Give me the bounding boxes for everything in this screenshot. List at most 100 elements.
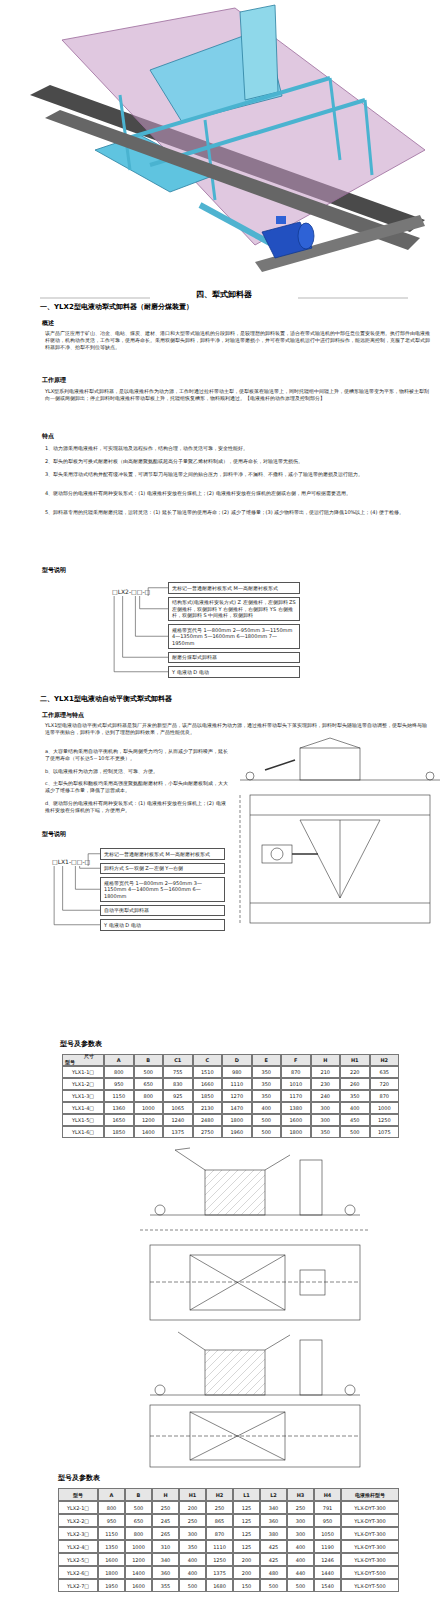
leader-line bbox=[54, 866, 55, 925]
body-text: d、驱动部分的电液推杆有两种安装形式：(1) 电液推杆安放在分煤机上；(2) 电… bbox=[45, 800, 230, 814]
table-cell: 1850 bbox=[193, 1090, 223, 1102]
table-cell: 865 bbox=[206, 1514, 233, 1527]
table-cell: L2 bbox=[260, 1488, 287, 1501]
model-code-box: 规格带宽代号 1—800mm 2—950mm 3—1150mm 4—1400mm… bbox=[100, 877, 225, 902]
table-cell: YLX-DYT-300 bbox=[341, 1514, 399, 1527]
table-cell: 1110 bbox=[206, 1540, 233, 1553]
table-cell: 1065 bbox=[163, 1102, 193, 1114]
table-cell: C bbox=[193, 1054, 223, 1066]
table-cell: 650 bbox=[134, 1078, 164, 1090]
table-cell: 1110 bbox=[222, 1078, 252, 1090]
table-cell: YLX-DYT-300 bbox=[341, 1553, 399, 1566]
table-cell: YLX1-5□ bbox=[62, 1114, 104, 1126]
table-cell: YLX2-3□ bbox=[58, 1527, 98, 1540]
table-cell: 200 bbox=[233, 1553, 260, 1566]
table-cell: 1375 bbox=[206, 1566, 233, 1579]
table-cell: YLX2-1□ bbox=[58, 1501, 98, 1514]
model-code-box: 规格带宽代号 1—800mm 2—950mm 3—1150mm 4—1350mm… bbox=[168, 624, 300, 649]
table-cell: 1400 bbox=[125, 1566, 152, 1579]
table-cell: 500 bbox=[179, 1579, 206, 1592]
table-cell: 1600 bbox=[125, 1579, 152, 1592]
table-cell: 1950 bbox=[98, 1579, 125, 1592]
body-text: a、大容量结构采用自动平衡机构，犁头两侧受力均匀，从而减少了卸料噪声，延长了使用… bbox=[45, 748, 230, 762]
table-cell: 400 bbox=[179, 1566, 206, 1579]
table-cell: 250 bbox=[206, 1501, 233, 1514]
table-cell: 400 bbox=[252, 1102, 282, 1114]
table-cell: 450 bbox=[340, 1114, 370, 1126]
table-cell: YLX1-3□ bbox=[62, 1090, 104, 1102]
table-cell: 1375 bbox=[163, 1126, 193, 1138]
page-title: 四、犁式卸料器 bbox=[0, 290, 448, 301]
leader-line bbox=[114, 596, 115, 672]
table-cell: YLX1-2□ bbox=[62, 1078, 104, 1090]
table-cell: H4 bbox=[314, 1488, 341, 1501]
model-code-box: 自动平衡犁式卸料器 bbox=[100, 905, 225, 917]
model-code-box: 耐磨分煤犁式卸料器 bbox=[168, 652, 300, 664]
table-cell: B bbox=[134, 1054, 164, 1066]
table-cell: 1800 bbox=[281, 1126, 311, 1138]
table-cell: 300 bbox=[311, 1114, 341, 1126]
leader-line bbox=[114, 671, 168, 672]
table-cell: 500 bbox=[252, 1126, 282, 1138]
table-cell: 800 bbox=[125, 1527, 152, 1540]
table-cell: 1240 bbox=[163, 1114, 193, 1126]
table-cell: YLX1-1□ bbox=[62, 1066, 104, 1078]
table-cell: 950 bbox=[314, 1514, 341, 1527]
table-cell: 1800 bbox=[98, 1566, 125, 1579]
model-code-box: 无标记—普通耐磨衬板形式 M—高耐磨衬板形式 bbox=[168, 582, 300, 594]
table-cell: YLX-DYT-500 bbox=[341, 1579, 399, 1592]
table-cell: 950 bbox=[98, 1514, 125, 1527]
table-cell: 350 bbox=[340, 1090, 370, 1102]
table-cell: 1190 bbox=[314, 1540, 341, 1553]
section-heading: 一、YLX2型电液动犁式卸料器（耐磨分煤装置） bbox=[40, 303, 420, 312]
table-cell: 1360 bbox=[104, 1102, 134, 1114]
table-cell: YLX-DYT-500 bbox=[341, 1566, 399, 1579]
leader-line bbox=[135, 636, 168, 637]
table-cell: YLX1-6□ bbox=[62, 1126, 104, 1138]
table-cell: 1470 bbox=[222, 1102, 252, 1114]
section-heading: 型号说明 bbox=[42, 830, 142, 838]
table-cell: 250 bbox=[179, 1514, 206, 1527]
body-text: c、主犁头的犁板和翻板均采用高强度聚氨酯耐磨材料，小犁头由耐磨板制成，大大减少了… bbox=[45, 780, 230, 794]
table-cell: YLX-DYT-300 bbox=[341, 1501, 399, 1514]
ylx1-drawing bbox=[240, 738, 440, 923]
table-cell: 500 bbox=[134, 1066, 164, 1078]
table-cell: 1650 bbox=[104, 1114, 134, 1126]
table-cell: 1050 bbox=[314, 1527, 341, 1540]
leader-line bbox=[122, 596, 123, 657]
leader-line bbox=[80, 868, 100, 869]
section-heading: 二、YLX1型电液动自动平衡式犁式卸料器 bbox=[40, 695, 420, 704]
table-cell: 500 bbox=[340, 1126, 370, 1138]
table-cell: 500 bbox=[287, 1579, 314, 1592]
table-cell: 400 bbox=[287, 1540, 314, 1553]
leader-line bbox=[75, 866, 76, 889]
table-cell: 870 bbox=[281, 1066, 311, 1078]
section-heading: 特点 bbox=[42, 432, 142, 440]
table-cell: 360 bbox=[152, 1566, 179, 1579]
table-cell: 1150 bbox=[104, 1090, 134, 1102]
table-cell: 720 bbox=[370, 1078, 400, 1090]
table-cell: B bbox=[125, 1488, 152, 1501]
table-cell: YLX2-5□ bbox=[58, 1553, 98, 1566]
table-cell: 2130 bbox=[193, 1102, 223, 1114]
table-cell: 1200 bbox=[125, 1553, 152, 1566]
section-heading: 型号及参数表 bbox=[58, 1474, 208, 1483]
table-cell: 300 bbox=[287, 1514, 314, 1527]
body-text: 1、动力源采用电液推杆，可实现就地及远程操作，结构合理，动作灵活可靠，安全性能好… bbox=[45, 445, 430, 452]
table-cell: 300 bbox=[287, 1527, 314, 1540]
plough-3d-illustration bbox=[30, 5, 425, 272]
table-cell: 2750 bbox=[193, 1126, 223, 1138]
heading-rule bbox=[40, 298, 150, 299]
model-code-text: Y 电液动 D 电动 bbox=[104, 922, 221, 929]
section-heading: 概述 bbox=[42, 319, 142, 327]
table-cell: 400 bbox=[287, 1553, 314, 1566]
body-text: 该产品广泛应用于矿山、冶金、电站、煤炭、建材、港口和大型带式输送机的分段卸料，是… bbox=[45, 330, 430, 350]
table-cell: 1246 bbox=[314, 1553, 341, 1566]
body-text: 2、犁头的犁板为可换式耐磨衬板（由高耐磨聚氨酯或超高分子量聚乙烯材料制成），使用… bbox=[45, 458, 430, 465]
table-cell: 1250 bbox=[206, 1553, 233, 1566]
leader-line bbox=[123, 657, 168, 658]
table-cell: A bbox=[98, 1488, 125, 1501]
table-cell: 800 bbox=[134, 1090, 164, 1102]
table-cell: 340 bbox=[260, 1501, 287, 1514]
table-cell: 350 bbox=[252, 1078, 282, 1090]
